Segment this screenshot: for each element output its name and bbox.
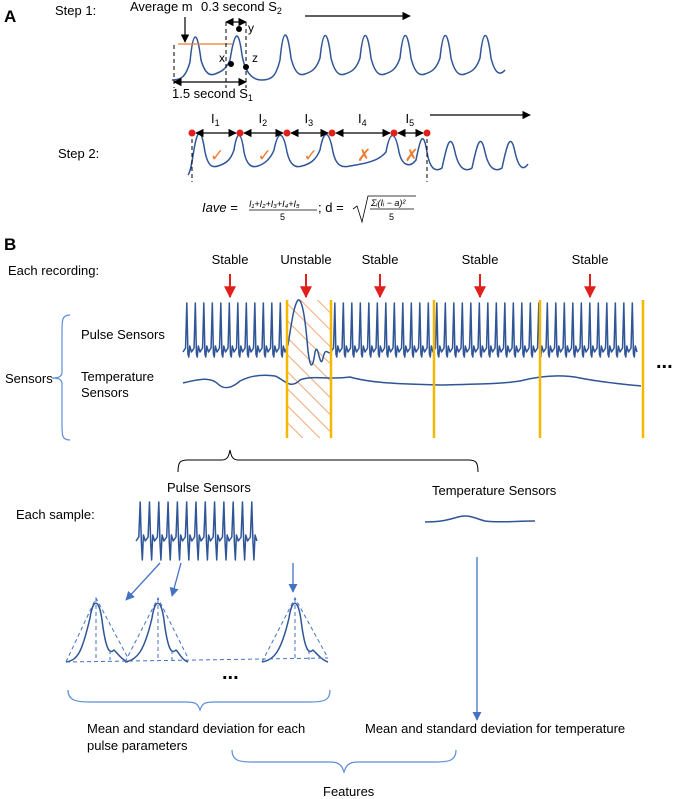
sample-temperature-wave — [424, 515, 536, 523]
temperature-sensors-label-2: Sensors — [81, 385, 129, 400]
pulse-params-brace — [67, 689, 331, 712]
peak-markers — [188, 129, 431, 137]
point-y-marker — [236, 26, 242, 32]
interval-labels: I1 I2 I3 I4 I5 — [211, 111, 414, 128]
pulse-triangle — [65, 596, 129, 663]
interval-label: I1 — [211, 111, 220, 128]
single-pulse-wave — [261, 602, 329, 663]
sensors-brace — [51, 314, 71, 441]
formula-radical-numerator: Σᵢ(Iᵢ − a)² — [370, 198, 406, 208]
single-pulse-wave — [124, 602, 189, 663]
panel-b-label: B — [4, 235, 16, 254]
formula-numerator: I₁+I₂+I₃+I₄+I₅ — [249, 199, 300, 209]
sample-selection-brace — [177, 449, 479, 473]
peaks-ellipsis: ... — [222, 662, 239, 684]
peak-dot — [328, 129, 336, 137]
pulse-baseline — [65, 657, 329, 663]
stability-label: Stable — [362, 252, 399, 267]
features-label: Features — [323, 784, 375, 799]
point-x-label: x — [219, 51, 225, 65]
stability-label: Stable — [572, 252, 609, 267]
peak-dot — [390, 129, 398, 137]
peak-dot — [236, 129, 244, 137]
stability-label: Stable — [462, 252, 499, 267]
mean-temperature-label: Mean and standard deviation for temperat… — [365, 721, 625, 736]
unstable-window-hatch — [287, 300, 331, 438]
each-sample-label: Each sample: — [16, 507, 95, 522]
recording-temperature-wave — [182, 374, 642, 389]
point-y-label: y — [248, 21, 254, 35]
temperature-sensors-label-1: Temperature — [81, 369, 154, 384]
interval-label: I3 — [305, 111, 314, 128]
features-brace — [231, 749, 457, 774]
sample-pulse-label: Pulse Sensors — [167, 480, 251, 495]
stability-label: Unstable — [280, 252, 331, 267]
step1-label: Step 1: — [55, 3, 96, 18]
formula-separator: ; d = — [318, 200, 344, 215]
pulse-sensors-label: Pulse Sensors — [81, 327, 165, 342]
pulse-arrow-1 — [125, 562, 161, 601]
valid-check-mark: ✓ — [304, 146, 318, 165]
invalid-cross-mark: ✗ — [405, 146, 419, 165]
sample-pulse-wave — [135, 501, 258, 561]
single-pulse-details — [65, 596, 329, 663]
point-z-label: z — [252, 51, 258, 65]
s2-label: 0.3 second S2 — [201, 0, 282, 16]
stability-label: Stable — [212, 252, 249, 267]
pulse-wave-step1 — [171, 34, 506, 81]
average-m-label: Average m — [130, 0, 193, 14]
panel-a-label: A — [4, 7, 16, 26]
interval-label: I5 — [406, 111, 415, 128]
valid-check-mark: ✓ — [258, 146, 272, 165]
stability-indicators: Stable Unstable Stable Stable Stable — [212, 252, 609, 299]
interval-label: I4 — [358, 111, 367, 128]
pulse-arrow-2 — [169, 562, 182, 597]
mean-pulse-line1: Mean and standard deviation for each — [87, 721, 305, 736]
invalid-cross-mark: ✗ — [357, 146, 371, 165]
sample-temperature-label: Temperature Sensors — [432, 483, 557, 498]
sensors-label: Sensors — [5, 371, 53, 386]
pulse-wave-step2 — [187, 132, 529, 176]
mean-pulse-line2: pulse parameters — [87, 738, 188, 753]
formula-radical-denominator: 5 — [389, 212, 394, 222]
interval-label: I2 — [259, 111, 268, 128]
interval-marks: ✓ ✓ ✓ ✗ ✗ — [210, 146, 419, 165]
recording-pulse-wave — [182, 299, 638, 366]
point-z-marker — [243, 64, 249, 70]
formula-lhs: Iave = — [202, 200, 238, 215]
peak-dot — [283, 129, 291, 137]
recording-ellipsis: ... — [656, 351, 673, 373]
formula-radical — [352, 195, 416, 224]
step2-label: Step 2: — [58, 146, 99, 161]
point-x-marker — [228, 61, 234, 67]
window-boundaries — [285, 300, 645, 438]
valid-check-mark: ✓ — [210, 146, 224, 165]
single-pulse-wave — [65, 602, 129, 663]
each-recording-label: Each recording: — [8, 263, 99, 278]
formula-denominator: 5 — [280, 212, 285, 222]
peak-dot — [423, 129, 431, 137]
s1-label: 1.5 second S1 — [172, 86, 253, 103]
peak-dot — [188, 129, 196, 137]
